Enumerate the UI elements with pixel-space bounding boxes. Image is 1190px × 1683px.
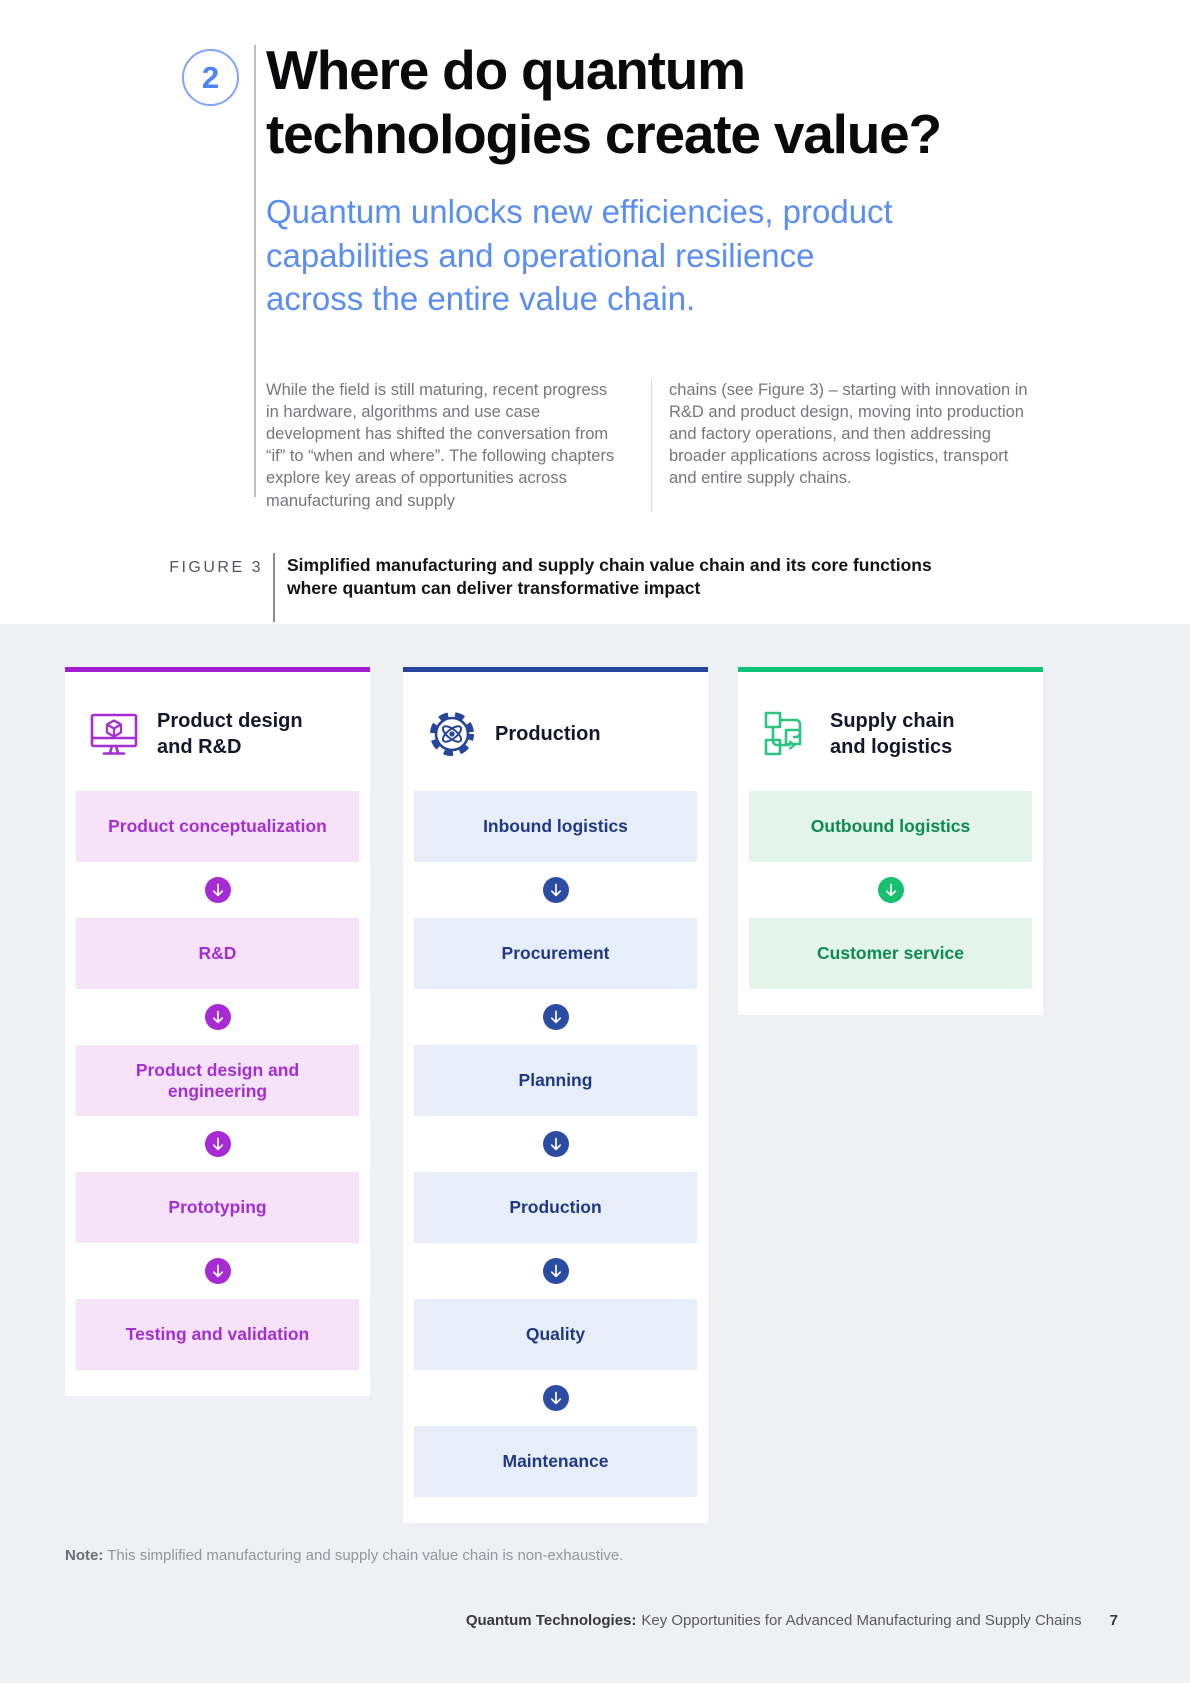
card-title: Product design and R&D (157, 709, 303, 758)
process-box: Inbound logistics (414, 791, 697, 862)
process-box: Production (414, 1172, 697, 1243)
arrow-row (414, 862, 697, 918)
note-label: Note: (65, 1547, 104, 1564)
arrow-row (414, 1116, 697, 1172)
figure-divider-rule (273, 553, 275, 622)
note-text: This simplified manufacturing and supply… (103, 1547, 624, 1564)
process-box: Planning (414, 1045, 697, 1116)
process-box: R&D (76, 918, 359, 989)
arrow-row (414, 989, 697, 1045)
down-arrow-icon (877, 877, 904, 903)
arrow-row (76, 1116, 359, 1172)
down-arrow-icon (204, 1131, 231, 1157)
process-box: Outbound logistics (749, 791, 1032, 862)
down-arrow-icon (542, 1004, 569, 1030)
down-arrow-icon (204, 877, 231, 903)
arrow-row (414, 1243, 697, 1299)
footer-report-title: Quantum Technologies: (465, 1612, 637, 1629)
flow-boxes-icon (760, 707, 814, 761)
title-divider-rule (254, 45, 256, 497)
process-box: Product conceptualization (76, 791, 359, 862)
arrow-row (414, 1370, 697, 1426)
process-box: Prototyping (76, 1172, 359, 1243)
figure-note: Note: This simplified manufacturing and … (65, 1547, 623, 1564)
intro-text: While the field is still maturing, recen… (266, 379, 1028, 512)
process-box: Quality (414, 1299, 697, 1370)
monitor-cube-icon (87, 707, 141, 761)
process-box: Maintenance (414, 1426, 697, 1497)
page-footer: Quantum Technologies: Key Opportunities … (466, 1612, 1118, 1629)
page-title: Where do quantum technologies create val… (266, 39, 942, 166)
card-header-product-design-rd: Product design and R&D (65, 672, 370, 791)
down-arrow-icon (542, 877, 569, 903)
card-header-supply-chain-logistics: Supply chain and logistics (738, 672, 1043, 791)
card-title: Supply chain and logistics (830, 709, 955, 758)
arrow-row (76, 1243, 359, 1299)
chapter-number: 2 (201, 59, 220, 95)
down-arrow-icon (542, 1385, 569, 1411)
chapter-number-badge: 2 (182, 49, 239, 106)
down-arrow-icon (542, 1131, 569, 1157)
card-header-production: Production (403, 672, 708, 791)
intro-text-column-2: chains (see Figure 3) – starting with in… (651, 379, 1028, 512)
process-box: Testing and validation (76, 1299, 359, 1370)
arrow-row (76, 862, 359, 918)
process-box: Procurement (414, 918, 697, 989)
footer-page-number: 7 (1109, 1612, 1118, 1629)
page-subtitle: Quantum unlocks new efficiencies, produc… (266, 193, 893, 318)
down-arrow-icon (204, 1258, 231, 1284)
arrow-row (76, 989, 359, 1045)
down-arrow-icon (204, 1004, 231, 1030)
figure-label: FIGURE 3 (169, 559, 263, 576)
figure-card-product-design-rd: Product design and R&D Product conceptual… (65, 667, 370, 1396)
arrow-row (749, 862, 1032, 918)
figure-caption: Simplified manufacturing and supply chai… (287, 555, 932, 598)
gear-atom-icon (425, 707, 479, 761)
intro-text-column-1: While the field is still maturing, recen… (266, 381, 615, 510)
down-arrow-icon (542, 1258, 569, 1284)
card-title: Production (495, 722, 601, 745)
footer-report-subtitle: Key Opportunities for Advanced Manufactu… (641, 1612, 1082, 1629)
process-box: Customer service (749, 918, 1032, 989)
process-box: Product design and engineering (76, 1045, 359, 1116)
figure-area: Product design and R&D Product conceptual… (0, 624, 1190, 1683)
